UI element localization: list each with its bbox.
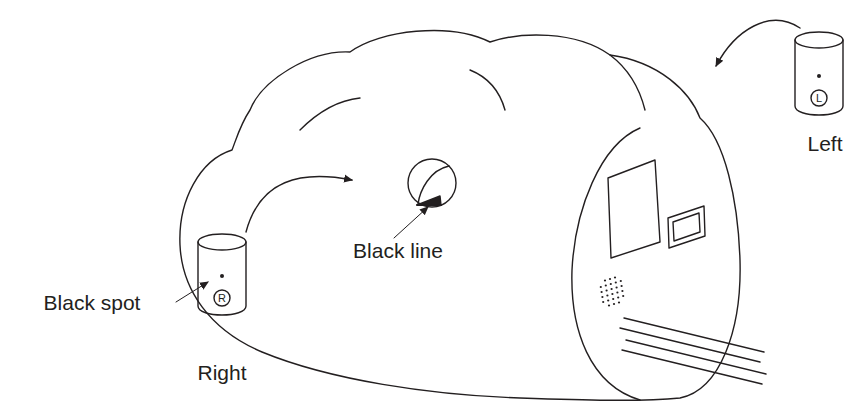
circled-letter: L <box>816 93 822 104</box>
grille-hole <box>612 298 614 300</box>
front-face <box>572 128 640 400</box>
grille-hole <box>611 293 613 295</box>
part-label: Black line <box>353 240 443 261</box>
grille-hole <box>606 294 608 296</box>
grille-hole <box>617 296 619 298</box>
grille-hole <box>614 276 616 278</box>
grille-hole <box>618 301 620 303</box>
right-cup <box>198 234 246 315</box>
grille-hole <box>600 286 602 288</box>
grille-hole <box>605 284 607 286</box>
housing-outline <box>180 31 740 401</box>
cup-label: Left <box>807 133 842 154</box>
grille-hole <box>616 291 618 293</box>
grille-hole <box>609 278 611 280</box>
circled-letter: R <box>218 293 226 304</box>
grille-hole <box>611 288 613 290</box>
door <box>608 160 660 258</box>
cup-label: Right <box>197 362 246 383</box>
grille-hole <box>604 279 606 281</box>
speaker-grille <box>600 276 625 306</box>
grille-hole <box>602 301 604 303</box>
grille-hole <box>622 295 624 297</box>
grille-hole <box>601 291 603 293</box>
grille-hole <box>610 283 612 285</box>
grille-hole <box>616 286 618 288</box>
grille-hole <box>621 285 623 287</box>
left-cup <box>795 32 843 115</box>
grille-hole <box>613 303 615 305</box>
grille-hole <box>621 290 623 292</box>
window <box>668 206 705 248</box>
grille-hole <box>606 289 608 291</box>
grille-hole <box>601 296 603 298</box>
hole <box>408 159 456 207</box>
grille-hole <box>607 299 609 301</box>
grille-hole <box>615 281 617 283</box>
part-label: Black spot <box>44 292 141 313</box>
grille-hole <box>608 304 610 306</box>
grille-hole <box>620 280 622 282</box>
